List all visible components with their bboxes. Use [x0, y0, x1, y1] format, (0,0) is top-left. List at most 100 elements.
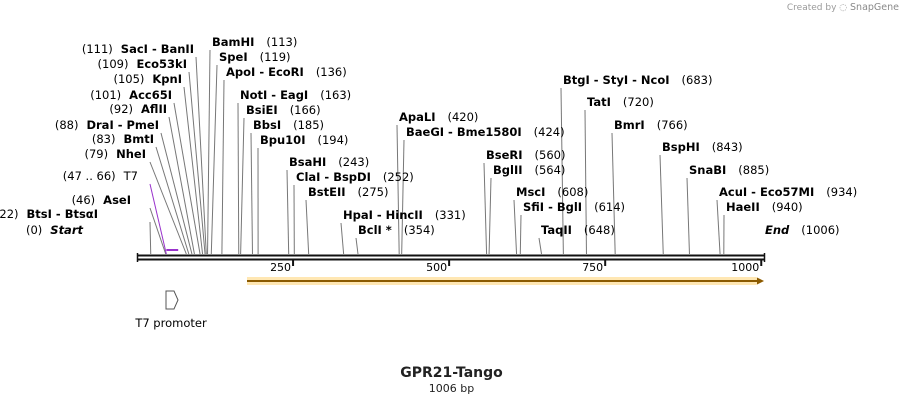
site-label-bsphi[interactable]: BspHI(843) [662, 140, 743, 154]
site-position-apoi: (136) [316, 65, 347, 79]
site-position-kpni: (105) [113, 72, 144, 86]
site-label-bsteii[interactable]: BstEII(275) [308, 185, 388, 199]
site-position-noti: (163) [320, 88, 351, 102]
site-line-asei [149, 207, 167, 255]
site-label-bpu10i[interactable]: Bpu10I(194) [260, 133, 348, 147]
site-line-bsiei [240, 117, 245, 255]
site-name-btgi: BtgI - StyI - NcoI [563, 73, 670, 87]
t7-promoter-label[interactable]: T7 promoter [134, 316, 207, 330]
site-label-hpai[interactable]: HpaI - HincII(331) [343, 208, 466, 222]
site-line-bbsi [250, 132, 253, 255]
snapgene-logo-icon: ◌ [839, 3, 848, 13]
site-position-spei: (119) [260, 50, 291, 64]
site-label-acui[interactable]: AcuI - Eco57MI(934) [719, 185, 857, 199]
snapgene-watermark: Created by ◌ SnapGene [787, 2, 899, 13]
feature-track: T7 promoter [134, 277, 764, 330]
site-label-haeii[interactable]: HaeII(940) [726, 200, 803, 214]
site-position-tati: (720) [623, 95, 654, 109]
site-label-tati[interactable]: TatI(720) [587, 95, 654, 109]
site-name-bseri: BseRI [486, 148, 523, 162]
site-name-t7: T7 [123, 169, 138, 183]
site-line-kpni [183, 86, 204, 255]
site-label-btsi[interactable]: BtsI - BtsαI(22) [0, 207, 98, 221]
site-line-bsphi [659, 154, 664, 255]
site-label-noti[interactable]: NotI - EagI (163) [240, 88, 351, 102]
site-label-btgi[interactable]: BtgI - StyI - NcoI (683) [563, 73, 712, 87]
site-label-clai[interactable]: ClaI - BspDI(252) [296, 170, 414, 184]
site-label-bseri[interactable]: BseRI (560) [486, 148, 565, 162]
site-label-bcli[interactable]: BclI *(354) [358, 223, 435, 237]
site-position-bglii: (564) [535, 163, 566, 177]
site-label-saci[interactable]: SacI - BanII(111) [82, 42, 194, 56]
site-label-apali[interactable]: ApaLI(420) [399, 110, 478, 124]
site-line-sfii [519, 214, 522, 255]
site-label-bamhi[interactable]: BamHI(113) [212, 35, 297, 49]
site-position-sfii: (614) [594, 200, 625, 214]
site-label-bglii[interactable]: BglII(564) [493, 163, 565, 177]
site-label-start[interactable]: Start(0) [26, 223, 84, 237]
site-label-bmti[interactable]: BmtI(83) [92, 132, 154, 146]
site-position-bseri: (560) [535, 148, 566, 162]
site-name-bsiei: BsiEI [246, 103, 278, 117]
site-name-apoi: ApoI - EcoRI [226, 65, 304, 79]
construct-name: GPR21-Tango [400, 365, 503, 381]
site-position-acui: (934) [826, 185, 857, 199]
site-label-apoi[interactable]: ApoI - EcoRI (136) [226, 65, 347, 79]
site-label-kpni[interactable]: KpnI(105) [113, 72, 182, 86]
site-name-noti: NotI - EagI [240, 88, 308, 102]
site-line-bmri [611, 132, 616, 255]
orf-arrow-head[interactable] [757, 277, 764, 285]
site-labels: Start(0) BtsI - BtsαI(22)AseI(46) T7(47 ..… [0, 35, 857, 237]
site-position-msci: (608) [557, 185, 588, 199]
site-line-acc65i [173, 102, 201, 255]
t7-promoter-arrow[interactable] [165, 290, 179, 310]
site-label-taqii[interactable]: TaqII(648) [541, 223, 615, 237]
site-label-eco53ki[interactable]: Eco53kI(109) [98, 57, 187, 71]
ruler-tick-label-500: 500 [426, 261, 447, 274]
site-name-clai: ClaI - BspDI [296, 170, 371, 184]
site-label-bmri[interactable]: BmrI(766) [614, 118, 688, 132]
site-label-asei[interactable]: AseI(46) [72, 193, 131, 207]
site-line-t7 [149, 183, 167, 255]
ruler-tick-label-250: 250 [270, 261, 291, 274]
site-line-bsahi [286, 169, 290, 255]
site-label-baegi[interactable]: BaeGI - Bme1580I(424) [406, 125, 565, 139]
site-position-bpu10i: (194) [317, 133, 348, 147]
site-name-bsphi: BspHI [662, 140, 700, 154]
site-line-drai [160, 132, 193, 255]
site-label-bsiei[interactable]: BsiEI(166) [246, 103, 321, 117]
site-label-snabi[interactable]: SnaBI(885) [689, 163, 769, 177]
site-label-bsahi[interactable]: BsaHI(243) [289, 155, 369, 169]
site-name-spei: SpeI [219, 50, 248, 64]
site-position-hpai: (331) [435, 208, 466, 222]
site-name-aflii: AflII [141, 102, 167, 116]
site-line-spei [210, 64, 218, 255]
site-label-aflii[interactable]: AflII(92) [109, 102, 167, 116]
site-position-apali: (420) [448, 110, 479, 124]
site-position-btgi: (683) [682, 73, 713, 87]
site-line-bamhi [207, 49, 211, 255]
site-position-bsahi: (243) [338, 155, 369, 169]
site-label-t7[interactable]: T7(47 .. 66) [63, 169, 138, 183]
site-name-snabi: SnaBI [689, 163, 726, 177]
site-label-spei[interactable]: SpeI (119) [219, 50, 291, 64]
site-name-drai: DraI - PmeI [86, 118, 159, 132]
site-name-nhei: NheI [116, 147, 146, 161]
site-position-haeii: (940) [772, 200, 803, 214]
site-label-bbsi[interactable]: BbsI(185) [253, 118, 324, 132]
site-name-msci: MscI [516, 185, 545, 199]
site-label-msci[interactable]: MscI (608) [516, 185, 588, 199]
site-label-sfii[interactable]: SfiI - BglI(614) [523, 200, 625, 214]
site-label-end[interactable]: End(1006) [765, 223, 840, 237]
site-position-acc65i: (101) [90, 88, 121, 102]
site-line-bmti [155, 146, 190, 255]
site-label-nhei[interactable]: NheI(79) [85, 147, 147, 161]
site-name-start: Start [50, 223, 83, 237]
site-label-drai[interactable]: DraI - PmeI(88) [55, 118, 159, 132]
site-position-eco53ki: (109) [98, 57, 129, 71]
site-line-bcli [355, 237, 359, 255]
site-name-saci: SacI - BanII [121, 42, 194, 56]
site-label-acc65i[interactable]: Acc65I(101) [90, 88, 172, 102]
